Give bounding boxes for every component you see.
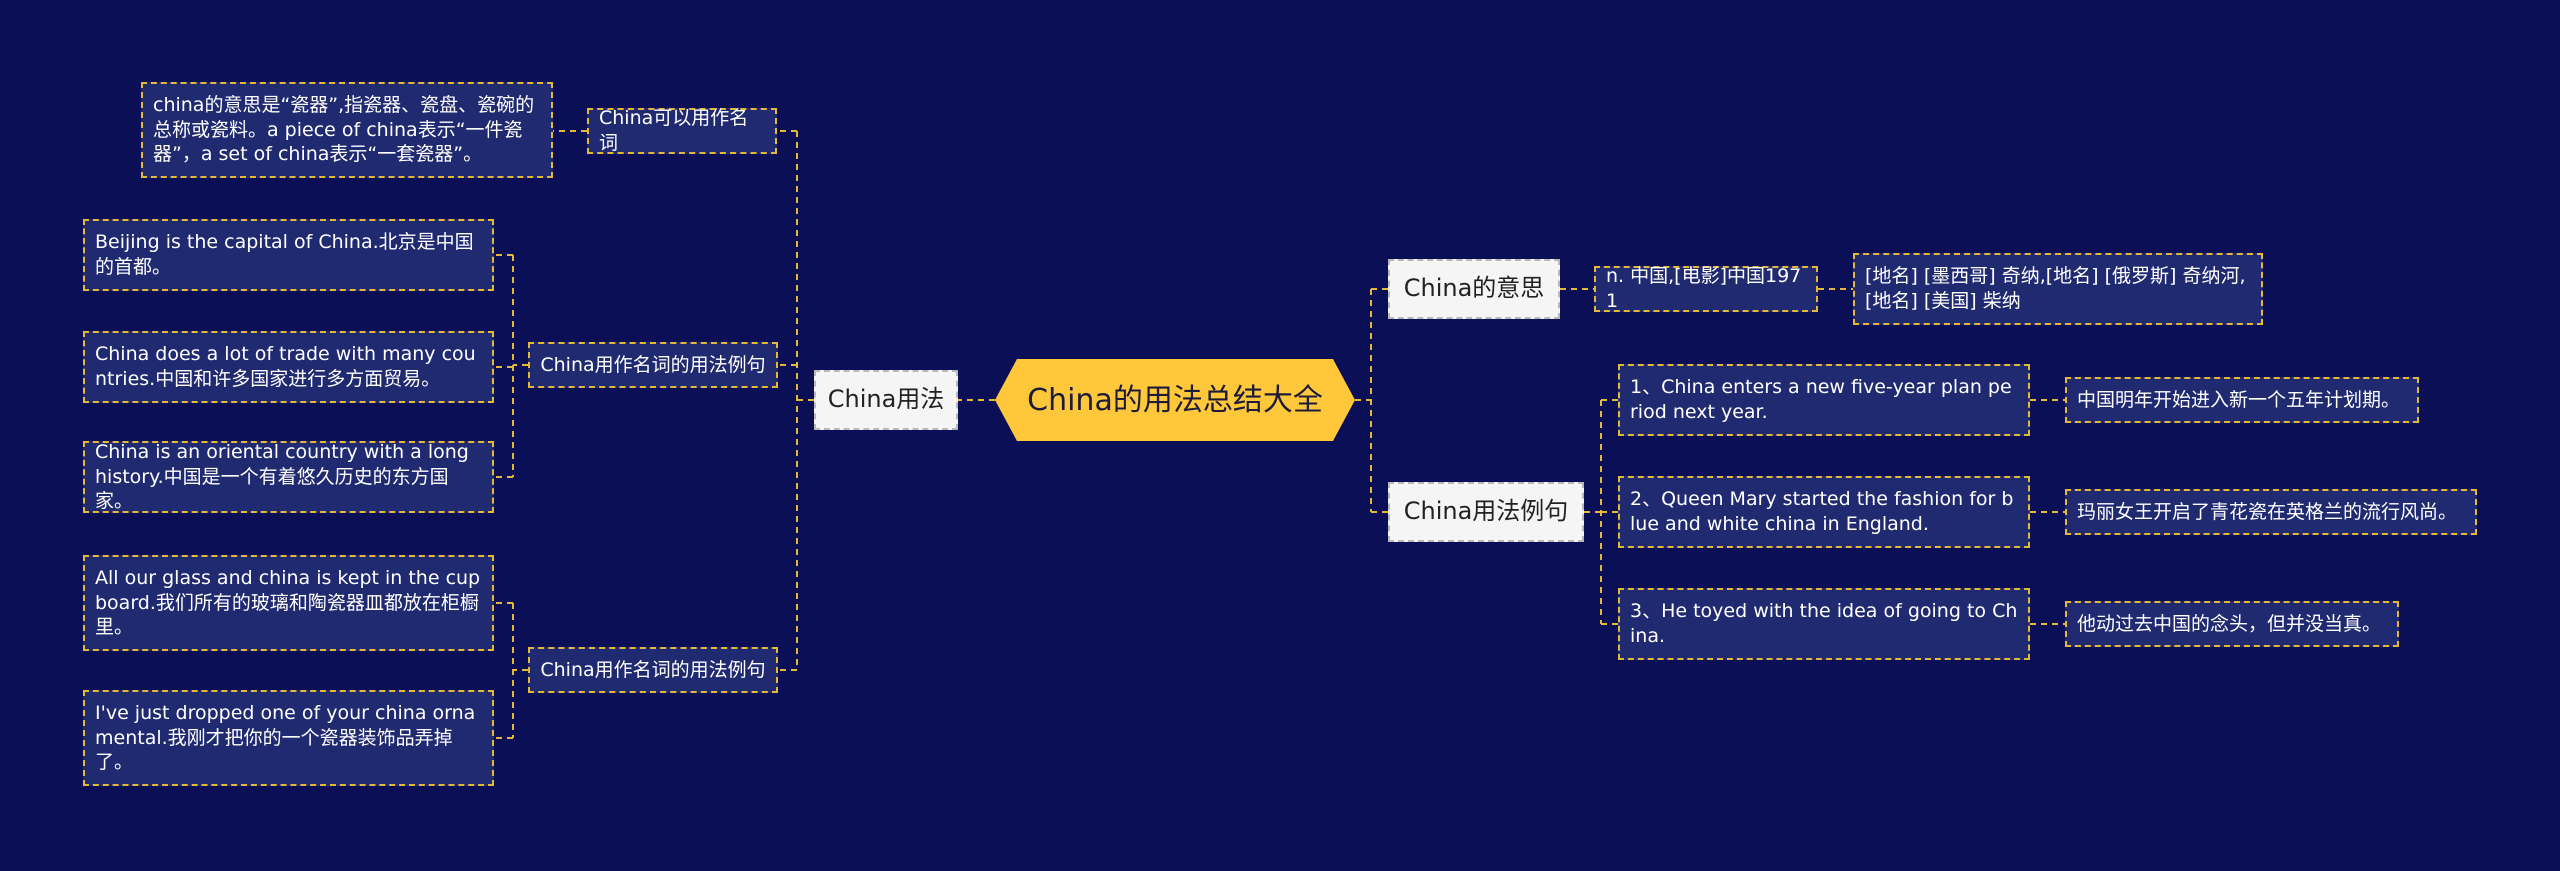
- node-noun-examples-2[interactable]: China用作名词的用法例句: [528, 647, 778, 693]
- meaning-detail[interactable]: [地名] [墨西哥] 奇纳,[地名] [俄罗斯] 奇纳河,[地名] [美国] 柴…: [1853, 253, 2263, 325]
- meaning-definition[interactable]: n. 中国,[电影]中国1971: [1594, 265, 1818, 312]
- branch-china-examples[interactable]: China用法例句: [1388, 482, 1584, 542]
- branch-china-meaning[interactable]: China的意思: [1388, 259, 1560, 319]
- connector-line: [494, 254, 528, 478]
- root-node[interactable]: China的用法总结大全: [995, 359, 1355, 441]
- example-1-zh[interactable]: 中国明年开始进入新一个五年计划期。: [2065, 377, 2419, 423]
- connector-line: [2030, 399, 2065, 625]
- connector-line: [494, 602, 528, 739]
- noun-example-2-1[interactable]: All our glass and china is kept in the c…: [83, 555, 494, 651]
- as-noun-meaning-text[interactable]: china的意思是“瓷器”,指瓷器、瓷盘、瓷碗的总称或瓷料。a piece of…: [141, 82, 553, 178]
- noun-example-2-2[interactable]: I've just dropped one of your china orna…: [83, 690, 494, 786]
- node-noun-examples-1[interactable]: China用作名词的用法例句: [528, 342, 778, 388]
- connector-line: [1355, 288, 1388, 513]
- example-3-en[interactable]: 3、He toyed with the idea of going to Chi…: [1618, 588, 2030, 660]
- connector-line: [777, 130, 814, 671]
- node-as-noun[interactable]: China可以用作名词: [587, 107, 777, 154]
- noun-example-1-2[interactable]: China does a lot of trade with many coun…: [83, 331, 494, 403]
- example-1-en[interactable]: 1、China enters a new five-year plan peri…: [1618, 364, 2030, 436]
- noun-example-1-3[interactable]: China is an oriental country with a long…: [83, 441, 494, 513]
- example-3-zh[interactable]: 他动过去中国的念头，但并没当真。: [2065, 601, 2399, 647]
- branch-china-usage[interactable]: China用法: [814, 370, 958, 430]
- example-2-en[interactable]: 2、Queen Mary started the fashion for blu…: [1618, 476, 2030, 548]
- example-2-zh[interactable]: 玛丽女王开启了青花瓷在英格兰的流行风尚。: [2065, 489, 2477, 535]
- connector-line: [1584, 399, 1618, 625]
- noun-example-1-1[interactable]: Beijing is the capital of China.北京是中国的首都…: [83, 219, 494, 291]
